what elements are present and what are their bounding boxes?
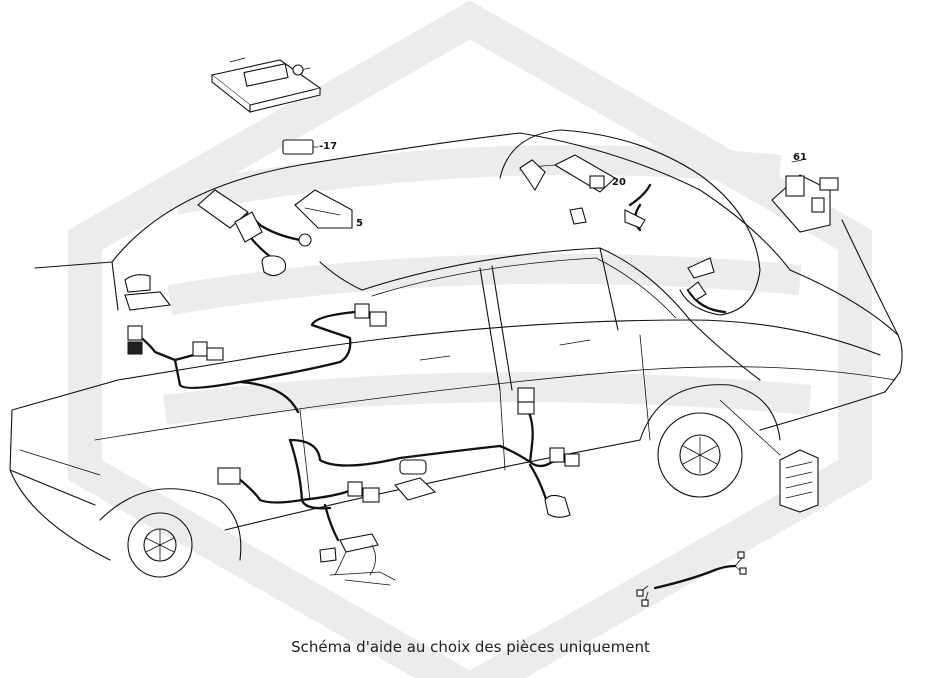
switch-module-61 bbox=[771, 159, 839, 233]
callout-61: 61 bbox=[793, 152, 807, 163]
components bbox=[124, 57, 839, 607]
loose-harness bbox=[636, 551, 747, 607]
lamp-lens-17 bbox=[282, 139, 314, 155]
callout-20: 20 bbox=[612, 177, 626, 188]
courtesy-lamp-housing bbox=[210, 57, 322, 114]
callout-5: 5 bbox=[356, 218, 363, 229]
diagram-caption: Schéma d'aide au choix des pièces unique… bbox=[291, 638, 650, 656]
front-wheel bbox=[639, 384, 781, 498]
callout-17: -17 bbox=[319, 141, 338, 152]
rear-wheel bbox=[99, 488, 242, 578]
control-unit-front bbox=[719, 399, 819, 513]
car-body-outline bbox=[9, 132, 903, 561]
